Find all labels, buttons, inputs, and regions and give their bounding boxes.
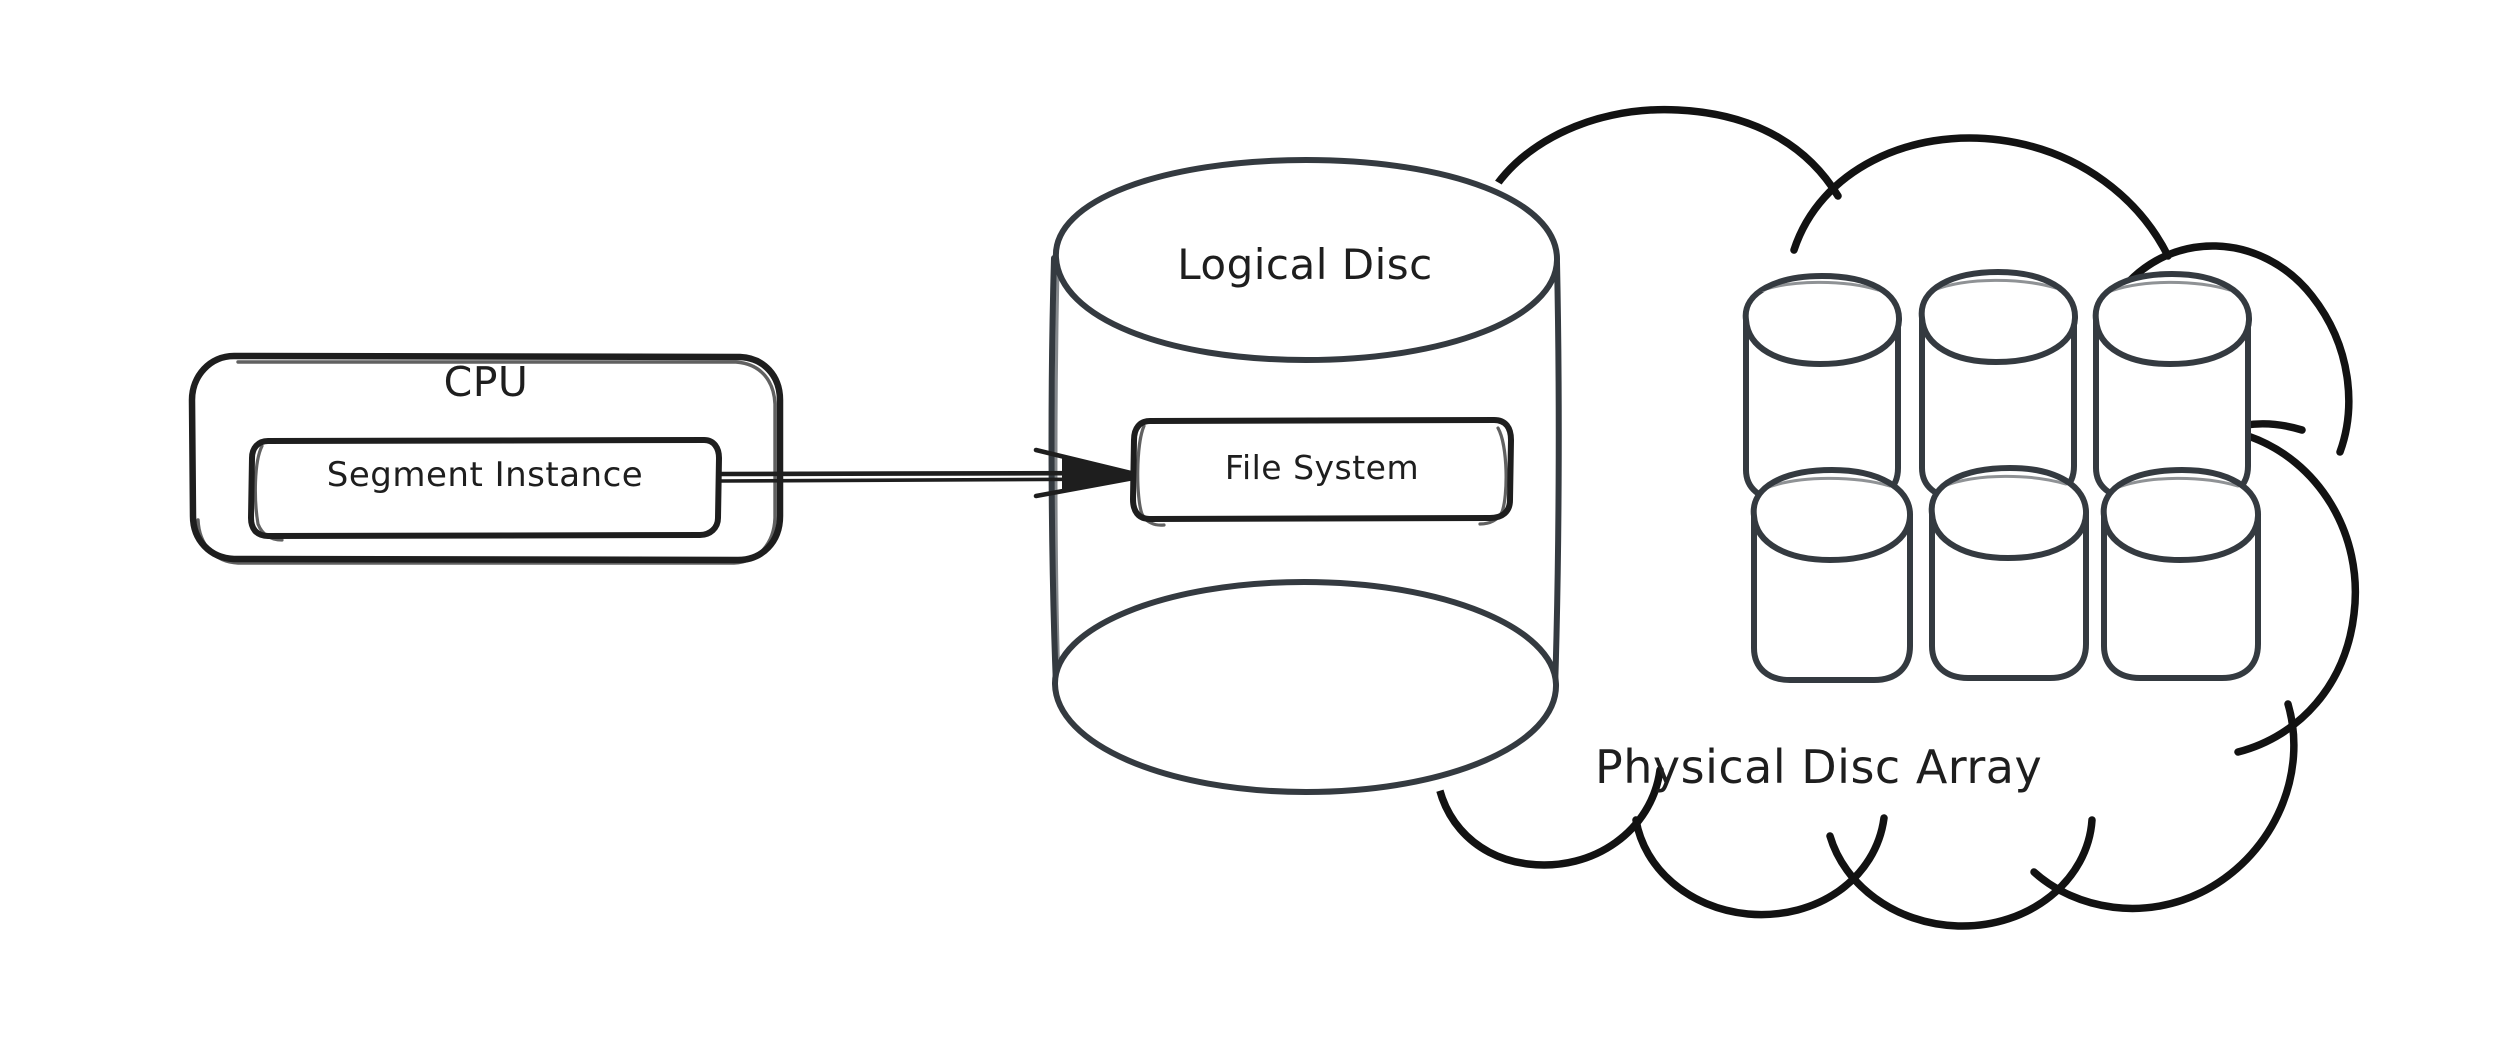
segment-instance-box[interactable] [248, 437, 722, 542]
physical-disc-2[interactable] [1918, 269, 2079, 501]
physical-disc-1[interactable] [1742, 273, 1903, 503]
file-system-outline [1130, 417, 1514, 522]
physical-disc-6[interactable] [2100, 467, 2262, 681]
physical-disc-group [1742, 269, 2262, 683]
cloud-arc-top-1 [1474, 105, 1842, 226]
cloud-arc-top-2 [1790, 134, 2172, 260]
arrow-head-fill [1062, 456, 1140, 492]
segment-instance-outline [248, 437, 722, 539]
cylinder-wall-right [1552, 259, 1562, 693]
segment-instance-label: Segment Instance [326, 455, 644, 495]
physical-disc-array-label: Physical Disc Array [1595, 740, 2043, 794]
cloud-arc-top-3 [2116, 242, 2353, 456]
cloud-arc-bottom-2 [1826, 816, 2096, 930]
cloud-arc-bottom-3 [1632, 814, 1888, 919]
physical-disc-3[interactable] [2092, 271, 2253, 501]
file-system-outline-sketch [1136, 424, 1166, 527]
segment-instance-outline-sketch [253, 444, 284, 542]
physical-disc-4[interactable] [1750, 467, 1914, 683]
file-system-outline-sketch-2 [1478, 426, 1508, 526]
cpu-box-outline-sketch [196, 360, 777, 565]
cylinder-top-ellipse [1052, 157, 1561, 363]
physical-disc-5[interactable] [1928, 465, 2090, 681]
arrow-segment-to-filesystem[interactable] [716, 447, 1142, 499]
file-system-label: File System [1224, 448, 1420, 487]
logical-disc-label: Logical Disc [1177, 240, 1433, 289]
cylinder-bottom-ellipse [1051, 579, 1560, 795]
cloud-arc-bottom-1 [2030, 700, 2298, 913]
cpu-label: CPU [443, 358, 529, 406]
file-system-box[interactable] [1130, 417, 1514, 527]
arrow-head-upper [1033, 447, 1142, 478]
